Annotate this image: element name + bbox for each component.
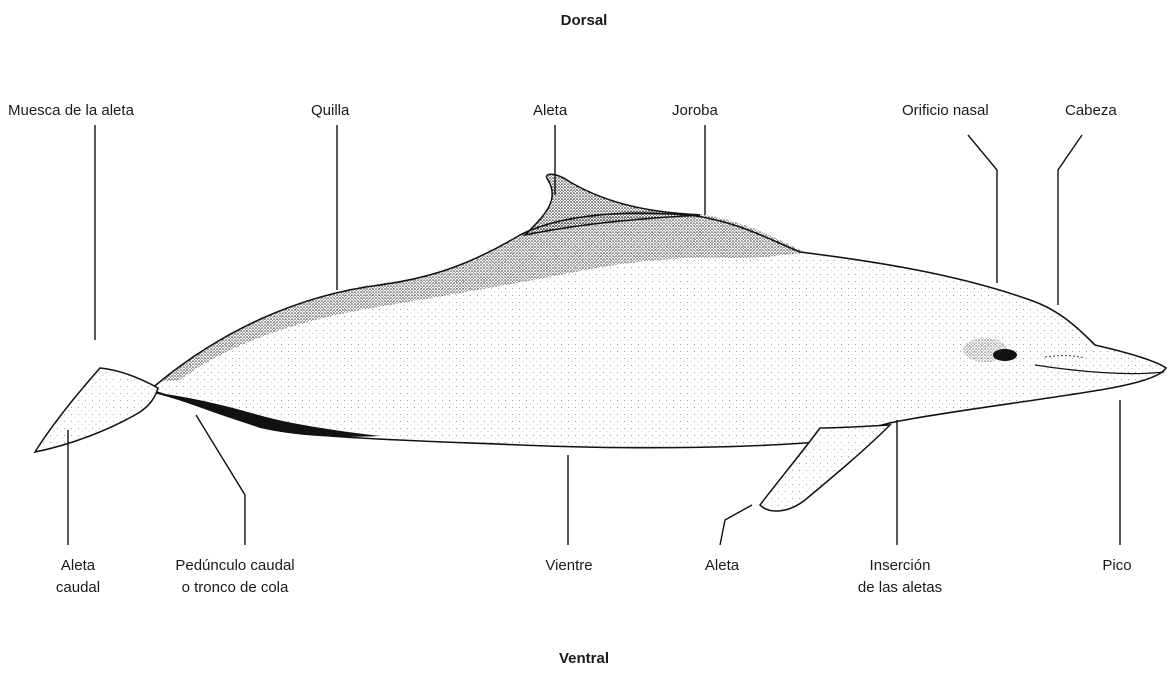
ventral-heading: Ventral — [559, 648, 609, 670]
label-head: Cabeza — [1065, 100, 1117, 122]
label-fin-insertion-line1: Inserción — [858, 555, 942, 577]
label-pectoral-fin: Aleta — [705, 555, 739, 577]
label-caudal-fin-line2: caudal — [56, 577, 100, 599]
label-caudal-fin: Aleta caudal — [56, 555, 100, 599]
label-dorsal-fin: Aleta — [533, 100, 567, 122]
label-fin-notch: Muesca de la aleta — [8, 100, 134, 122]
label-beak: Pico — [1102, 555, 1131, 577]
label-peduncle: Pedúnculo caudal o tronco de cola — [175, 555, 294, 599]
label-peduncle-line1: Pedúnculo caudal — [175, 555, 294, 577]
label-belly: Vientre — [545, 555, 592, 577]
dorsal-heading: Dorsal — [561, 10, 608, 32]
label-blowhole: Orificio nasal — [902, 100, 989, 122]
label-caudal-fin-line1: Aleta — [56, 555, 100, 577]
label-fin-insertion-line2: de las aletas — [858, 577, 942, 599]
label-hump: Joroba — [672, 100, 718, 122]
label-fin-insertion: Inserción de las aletas — [858, 555, 942, 599]
label-peduncle-line2: o tronco de cola — [175, 577, 294, 599]
label-keel: Quilla — [311, 100, 349, 122]
